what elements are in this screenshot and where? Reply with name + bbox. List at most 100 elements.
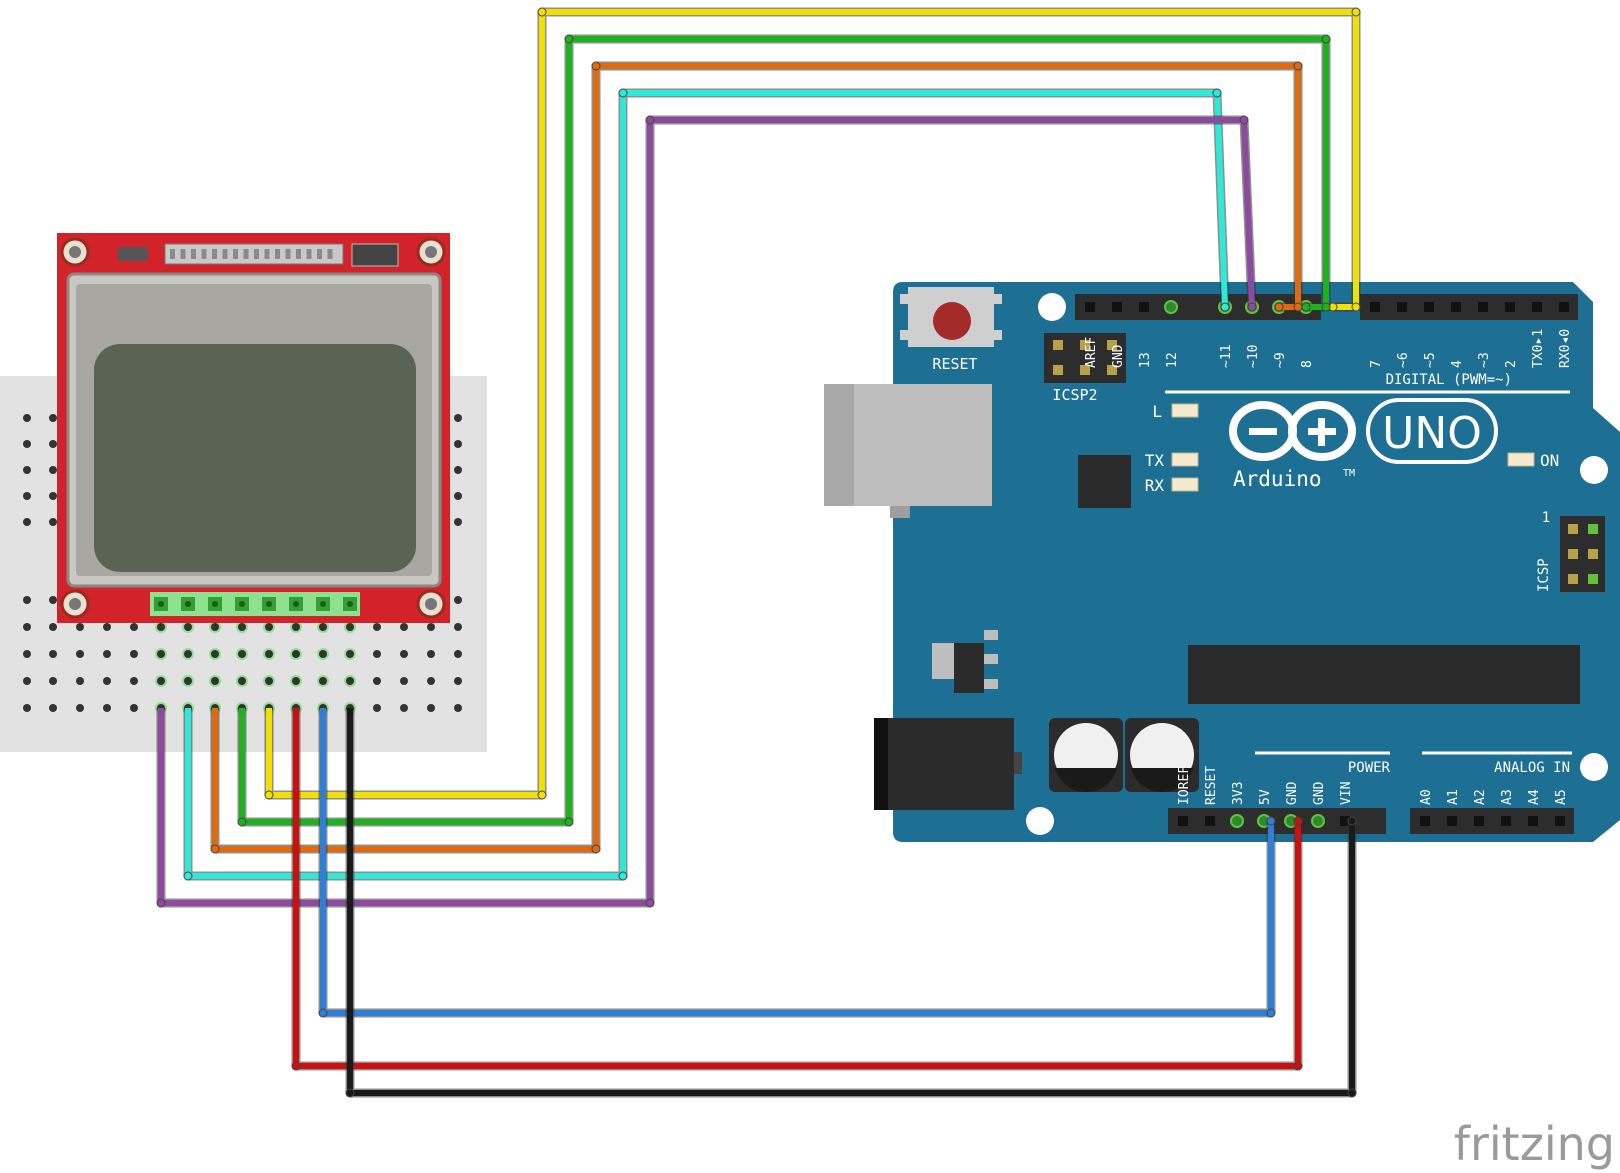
pin-label: ~6	[1396, 352, 1411, 368]
pin-label: ~5	[1423, 352, 1438, 368]
header-pin	[1232, 816, 1242, 826]
digital-header-right	[1360, 294, 1578, 320]
fritzing-watermark: fritzing	[1454, 1117, 1615, 1171]
breadboard-hole	[103, 623, 111, 631]
lcd-screen	[94, 344, 416, 572]
breadboard-hole	[265, 677, 273, 685]
breadboard-hole	[49, 466, 57, 474]
wire-black	[347, 708, 1355, 1096]
reset-button-leg	[900, 330, 908, 340]
breadboard-hole	[76, 677, 84, 685]
lcd-top-pin	[243, 249, 249, 259]
breadboard-hole	[157, 623, 165, 631]
lcd-top-pin	[317, 249, 322, 259]
breadboard-hole	[346, 677, 354, 685]
header-pin	[1397, 302, 1407, 312]
usb-chip	[1078, 455, 1131, 508]
wire-bend-point	[537, 790, 547, 800]
breadboard-hole	[238, 677, 246, 685]
wire-bend-point	[645, 898, 655, 908]
header-pin	[1166, 302, 1176, 312]
regulator-leg	[984, 679, 998, 689]
pin-label: 13	[1138, 352, 1153, 368]
arduino-mount-hole	[1580, 753, 1608, 781]
breadboard-hole	[400, 650, 408, 658]
wire-bend-point	[291, 1061, 301, 1071]
breadboard-hole	[211, 650, 219, 658]
header-pin-active	[1311, 814, 1325, 828]
header-pin	[1555, 816, 1565, 826]
breadboard-hole	[454, 623, 462, 631]
breadboard-hole	[427, 650, 435, 658]
wire-red	[293, 708, 1301, 1069]
breadboard-hole	[211, 623, 219, 631]
pin-label: 7	[1369, 360, 1384, 368]
breadboard-hole	[454, 466, 462, 474]
pin-label: A5	[1554, 789, 1569, 805]
pin-label: GND	[1111, 344, 1126, 368]
voltage-regulator	[954, 643, 984, 693]
icsp2-pin	[1080, 365, 1090, 375]
pin-label: ~9	[1273, 352, 1288, 368]
icsp-pin	[1568, 549, 1578, 559]
lcd-header-pins	[154, 597, 357, 611]
breadboard-hole	[184, 677, 192, 685]
wire-bend-point	[1212, 88, 1222, 98]
header-pin	[1259, 816, 1269, 826]
header-pin	[1313, 816, 1323, 826]
lcd-top-pin	[212, 249, 217, 259]
breadboard-hole	[23, 492, 31, 500]
lcd-pin-hole	[266, 601, 272, 607]
breadboard-hole	[130, 650, 138, 658]
arduino-mount-hole	[1038, 293, 1066, 321]
wire-bend-point	[591, 61, 601, 71]
regulator-leg	[984, 654, 998, 664]
icsp-pin	[1588, 549, 1598, 559]
lcd-pin-hole	[212, 601, 218, 607]
breadboard-hole	[130, 704, 138, 712]
lcd-top-pin	[201, 249, 207, 259]
pin-label: 3V3	[1231, 782, 1246, 805]
wire-blue	[320, 708, 1274, 1016]
icsp2-pin	[1053, 340, 1063, 350]
reset-button-leg	[994, 330, 1002, 340]
header-pin	[1478, 302, 1488, 312]
breadboard-hole	[23, 440, 31, 448]
header-pin	[1112, 302, 1122, 312]
lcd-pin-hole	[185, 601, 191, 607]
wire-bend-point	[345, 1088, 355, 1098]
icsp-pin1-label: 1	[1542, 510, 1550, 526]
breadboard-hole	[346, 623, 354, 631]
breadboard-hole	[265, 650, 273, 658]
lcd-pin-hole	[158, 601, 164, 607]
lcd-smd-switch	[351, 243, 399, 267]
reset-button-leg	[994, 294, 1002, 304]
pin-label: ~10	[1246, 345, 1261, 368]
breadboard-hole	[49, 492, 57, 500]
breadboard-hole	[184, 623, 192, 631]
breadboard-hole	[49, 704, 57, 712]
breadboard-hole	[319, 677, 327, 685]
breadboard-hole	[454, 414, 462, 422]
breadboard-hole	[23, 596, 31, 604]
wire-bend-point	[1347, 1088, 1357, 1098]
header-pin	[1178, 816, 1188, 826]
breadboard-hole	[319, 650, 327, 658]
nokia-lcd-module	[57, 233, 450, 623]
led-l	[1171, 403, 1199, 418]
power-jack	[874, 718, 1014, 810]
lcd-top-pin	[180, 249, 186, 259]
capacitor	[1049, 718, 1123, 793]
wire-bend-point	[591, 844, 601, 854]
wire-bend-point	[1301, 302, 1311, 312]
lcd-pin-hole	[320, 601, 326, 607]
minus-icon	[1249, 428, 1277, 435]
breadboard-hole	[23, 518, 31, 526]
pin-label: ~3	[1477, 352, 1492, 368]
breadboard-hole	[23, 650, 31, 658]
breadboard-hole	[49, 677, 57, 685]
reset-button-leg	[900, 294, 908, 304]
power-jack-pin	[1014, 752, 1022, 774]
trademark-label: TM	[1343, 468, 1355, 479]
breadboard-hole	[265, 623, 273, 631]
